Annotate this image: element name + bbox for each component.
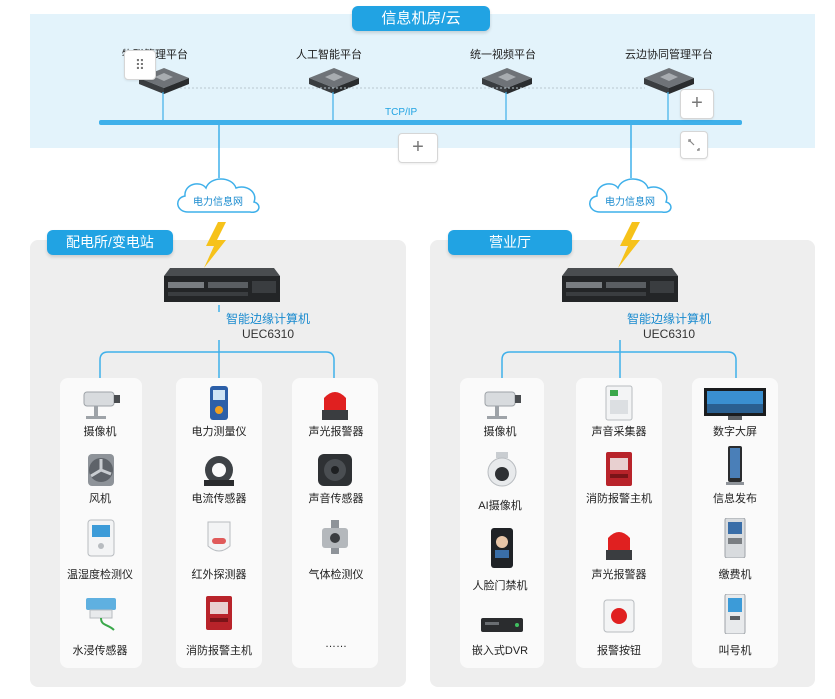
fan-icon [88,454,114,486]
alarm-light-icon [606,532,632,560]
info-room-title: 信息机房/云 [352,6,490,31]
more-devices-label: …… [325,638,347,650]
camera-icon [83,391,120,419]
cloud-icon [177,178,260,213]
infrared-detector-icon [207,521,231,552]
platform-label-ai: 人工智能平台 [296,49,362,61]
substation-title: 配电所/变电站 [47,230,173,255]
power-meter-icon [210,386,228,420]
device-label: 温湿度检测仪 [67,569,133,581]
device-label: 消防报警主机 [186,645,252,657]
gas-detector-icon [322,520,348,554]
lightning-icon [204,222,226,268]
device-label: 嵌入式DVR [471,645,529,657]
alarm-light-icon [322,392,348,420]
humidity-meter-icon [87,519,115,557]
digital-screen-icon [704,388,766,420]
edge-computer-icon [562,268,678,302]
device-label: 红外探测器 [191,569,247,581]
device-label: 人脸门禁机 [472,580,528,592]
edge-computer-icon [164,268,280,302]
device-label: 电流传感器 [191,493,247,505]
current-sensor-icon [204,456,234,486]
fire-alarm-host-icon [606,452,632,486]
add-button[interactable]: + [398,133,438,163]
platform-label-video: 统一视频平台 [470,49,536,61]
server-platform-icon [482,68,532,94]
device-label: 摄像机 [83,426,117,438]
edge-computer-name-left: 智能边缘计算机 [225,312,310,326]
device-label: 气体检测仪 [308,569,364,581]
power-network-label-right: 电力信息网 [605,197,655,208]
sound-collector-icon [605,385,633,421]
device-label: 叫号机 [718,645,752,657]
fit-view-icon [688,139,700,151]
device-label: 声音采集器 [591,426,647,438]
device-label: 摄像机 [483,426,517,438]
water-sensor-icon [86,598,116,631]
device-label: 消防报警主机 [586,493,652,505]
platform-label-cloud-edge: 云边协同管理平台 [625,49,713,61]
device-label: 声光报警器 [308,426,364,438]
fire-alarm-host-icon [206,596,232,630]
cloud-icon [589,178,672,213]
business-hall-title: 营业厅 [448,230,572,255]
sound-sensor-icon [318,454,352,486]
device-label: 声音传感器 [308,493,364,505]
server-platform-icon [644,68,694,94]
dvr-icon [481,618,523,632]
tcp-ip-bus [99,120,742,125]
edge-computer-model-right: UEC6310 [642,327,696,341]
lightning-icon [618,222,640,268]
device-label: 风机 [89,493,111,505]
face-access-icon [491,528,513,568]
edge-computer-name-right: 智能边缘计算机 [626,312,711,326]
drag-handle-button[interactable]: ⠿ [124,50,156,80]
device-label: 数字大屏 [713,426,757,438]
tcp-ip-label: TCP/IP [385,107,418,118]
add-button[interactable]: + [680,89,714,119]
top-connectors [162,87,669,178]
device-label: 声光报警器 [591,569,647,581]
queue-machine-icon [724,594,746,634]
device-label: 缴费机 [718,569,752,581]
device-label: 信息发布 [713,493,757,505]
edge-computer-model-left: UEC6310 [241,327,295,341]
power-network-label-left: 电力信息网 [193,197,243,208]
info-kiosk-icon [726,446,744,485]
device-label: 报警按钮 [597,645,641,657]
server-platform-icon [309,68,359,94]
dome-camera-icon [487,452,517,487]
device-label: 电力测量仪 [191,426,247,438]
payment-machine-icon [724,518,746,558]
camera-icon [484,391,521,419]
device-label: AI摄像机 [478,500,522,512]
device-label: 水浸传感器 [72,645,128,657]
alarm-button-icon [603,599,635,633]
fit-view-button[interactable] [680,131,708,159]
